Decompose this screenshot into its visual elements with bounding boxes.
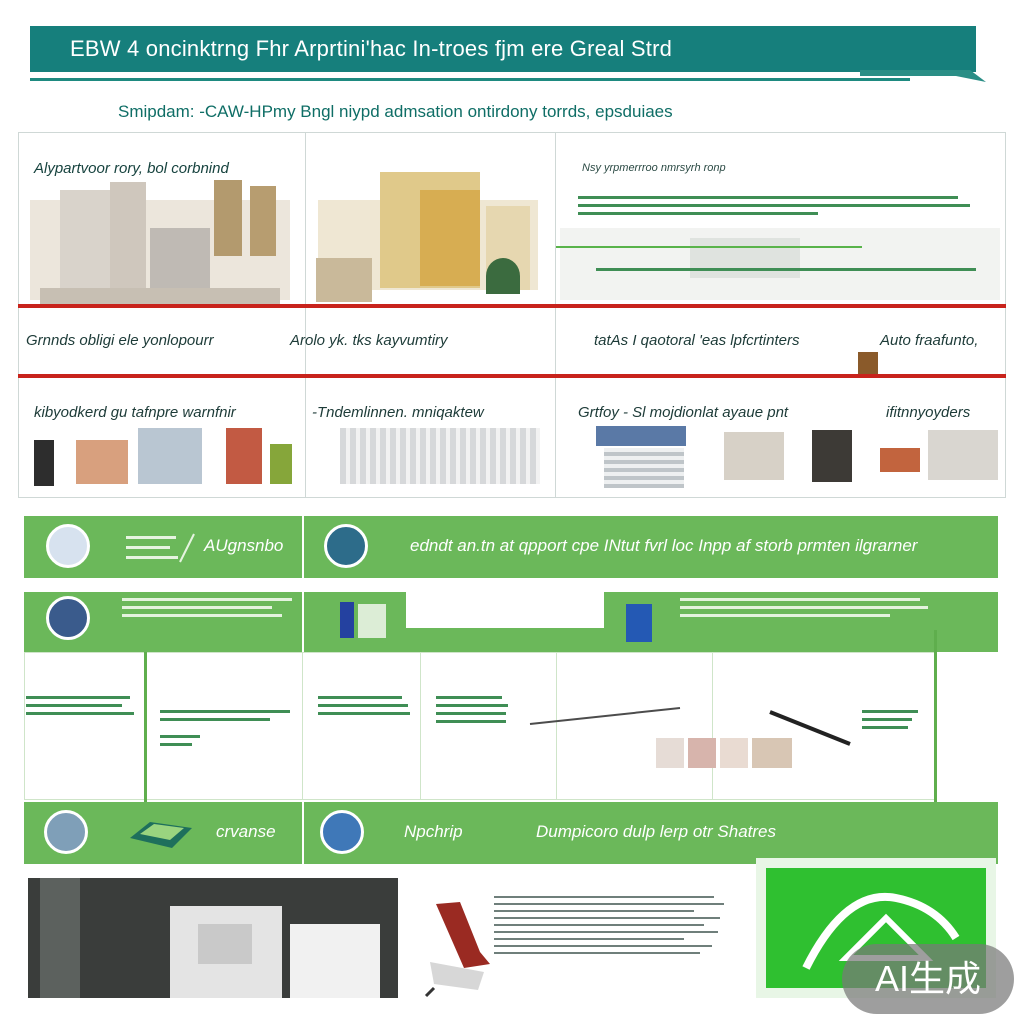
cell-heading: Nsy yrpmerrroo nmrsyrh ronp	[582, 162, 726, 174]
red-divider	[18, 374, 1006, 378]
bar-separator	[302, 592, 304, 652]
grid-divider	[305, 132, 306, 498]
info-card	[406, 592, 604, 628]
table-cell-text	[318, 696, 414, 720]
feature-label: Dumpicoro dulp lerp otr Shatres	[536, 822, 777, 841]
table-divider	[934, 630, 937, 802]
table-cell-text	[436, 696, 548, 728]
camera-icon	[324, 524, 368, 568]
table-divider	[302, 652, 303, 800]
info-text	[680, 598, 936, 622]
person-icon	[320, 810, 364, 854]
strip-label: tatAs I qaotoral 'eas lpfcrtinters	[594, 332, 800, 349]
info-text	[122, 598, 298, 622]
feature-label: edndt an.tn at qpport cpe INtut fvrl loc…	[410, 536, 918, 555]
table-divider	[712, 652, 713, 800]
banner-arrow-decoration	[860, 70, 986, 82]
strip-label: Arolo yk. tks kayvumtiry	[290, 332, 448, 349]
feature-label: crvanse	[216, 822, 276, 841]
feature-label: Npchrip	[404, 822, 463, 841]
list-icon	[126, 533, 195, 563]
cell-body-text	[578, 196, 974, 220]
page-title: EBW 4 oncinktrng Fhr Arprtini'hac In-tro…	[70, 36, 673, 61]
box-icon	[626, 604, 652, 642]
feature-bar	[24, 516, 998, 578]
table-cell-text	[26, 696, 136, 720]
bar-separator	[302, 802, 304, 864]
marker-icon	[858, 352, 878, 376]
product-description	[494, 896, 728, 959]
grid-divider	[555, 132, 556, 498]
bar-separator	[302, 516, 304, 578]
table-divider	[420, 652, 421, 800]
cell-caption: Grtfoy - Sl mojdionlat ayaue pnt	[578, 404, 789, 421]
tray-icon	[130, 822, 192, 848]
page-subtitle: Smipdam: -CAW-HPmy Bngl niypd admsation …	[118, 102, 673, 121]
photo-grid	[18, 132, 1006, 498]
cell-caption: Alypartvoor rory, bol corbnind	[34, 160, 229, 177]
earth-icon	[46, 596, 90, 640]
watermark-badge: AI生成	[842, 944, 1014, 1014]
table-divider	[556, 652, 557, 800]
table-cell-text	[862, 710, 932, 734]
table-divider	[144, 652, 147, 802]
banner-underline	[30, 78, 910, 81]
red-divider	[18, 304, 1006, 308]
landscape-icon	[44, 810, 88, 854]
feature-label: AUgnsnbo	[204, 536, 284, 555]
table-cell-text	[160, 710, 296, 751]
cell-caption: -Tndemlinnen. mniqaktew	[312, 404, 484, 421]
seat-product-icon	[424, 902, 490, 998]
cell-caption: ifitnnyoyders	[886, 404, 971, 421]
aircraft-diagram	[529, 707, 851, 746]
cell-caption: kibyodkerd gu tafnpre warnfnir	[34, 404, 236, 421]
strip-label: Auto fraafunto,	[880, 332, 979, 349]
title-banner: EBW 4 oncinktrng Fhr Arprtini'hac In-tro…	[30, 26, 976, 72]
chart-icon	[358, 604, 386, 638]
kiosk-machine-photo	[28, 878, 398, 998]
strip-label: Grnnds obligi ele yonlopourr	[26, 332, 214, 349]
document-icon	[340, 602, 354, 638]
globe-icon	[46, 524, 90, 568]
